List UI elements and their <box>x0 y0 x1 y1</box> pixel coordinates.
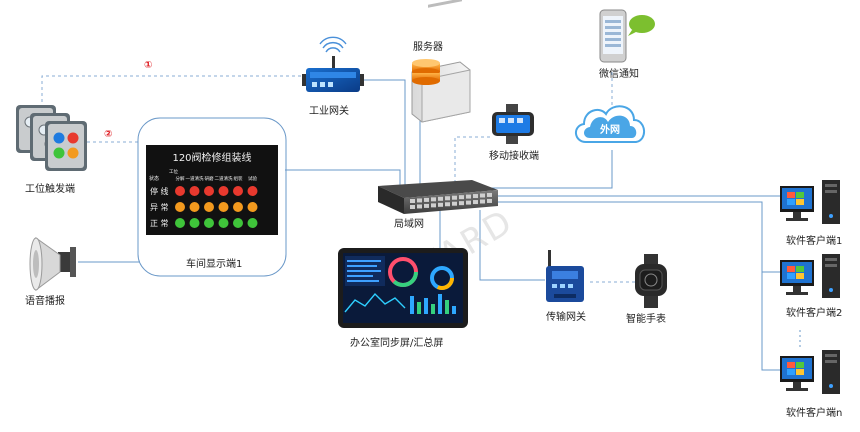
link-switch-client-bus <box>495 201 780 371</box>
client1-label: 软件客户端1 <box>786 234 842 247</box>
switch-port <box>410 199 415 203</box>
switch-port <box>473 194 478 199</box>
marker-one: ① <box>144 60 152 71</box>
speaker-label: 语音播报 <box>25 294 65 307</box>
switch-port <box>473 200 478 205</box>
link-gateway-switch <box>360 79 406 185</box>
lan-label: 局域网 <box>394 217 424 230</box>
link-switch-transfer <box>479 210 545 281</box>
wechat-label: 微信通知 <box>599 67 639 80</box>
board-status-lamp <box>233 218 243 228</box>
switch-port <box>410 205 415 209</box>
switch-port <box>487 198 492 203</box>
board-status-lamp <box>204 218 214 228</box>
workshop-display-label: 车间显示端1 <box>186 257 242 270</box>
board-status-lamp <box>233 202 243 212</box>
board-row-label: 停 线 <box>150 186 169 196</box>
board-status-lamp <box>218 202 229 212</box>
transfer-gateway-icon <box>546 250 584 302</box>
office-screen-icon <box>338 248 468 328</box>
dashed-link-station-gateway <box>41 75 305 108</box>
server-label: 服务器 <box>413 40 443 53</box>
internet-cloud-icon <box>575 105 645 143</box>
switch-port <box>417 204 422 209</box>
switch-port <box>431 197 436 202</box>
switch-port <box>480 193 485 198</box>
board-status-lamp <box>189 186 200 196</box>
transfer-gateway-label: 传输网关 <box>546 310 586 323</box>
switch-port <box>487 192 492 197</box>
board-status-lamp <box>218 186 229 196</box>
speaker-icon <box>29 237 76 291</box>
mobile-label: 移动接收端 <box>489 149 539 162</box>
marker-two: ② <box>104 129 112 140</box>
industrial-gateway-icon <box>302 36 364 92</box>
dashed-link-mobile <box>454 136 492 195</box>
board-column-label: 一道清洗 <box>186 175 204 182</box>
board-status-lamp <box>204 202 214 212</box>
board-status-lamp <box>189 218 200 228</box>
andon-board-grid: 状态 工位分解一道清洗研磨二道清洗组装试验停 线异 常正 常 <box>149 168 258 228</box>
board-station-header: 工位 <box>169 168 178 175</box>
board-column-label: 分解 <box>176 175 185 182</box>
link-display-switch <box>285 169 401 185</box>
client-computer-icon <box>780 350 840 394</box>
watch-label: 智能手表 <box>626 312 666 325</box>
board-column-label: 二道清洗 <box>215 175 233 182</box>
board-column-label: 组装 <box>234 175 243 182</box>
mobile-terminal-icon <box>492 104 534 144</box>
switch-port <box>445 196 450 201</box>
gateway-label: 工业网关 <box>309 104 349 117</box>
switch-port <box>424 197 429 202</box>
clientn-label: 软件客户端n <box>786 406 842 419</box>
switch-port <box>438 202 443 207</box>
switch-port <box>452 201 457 206</box>
board-status-lamp <box>175 202 185 212</box>
client2-label: 软件客户端2 <box>786 306 842 319</box>
board-status-lamp <box>189 202 200 212</box>
switch-port <box>438 196 443 201</box>
link-switch-cloud <box>490 150 613 189</box>
board-status-lamp <box>247 218 258 228</box>
switch-ports <box>410 192 492 209</box>
board-status-lamp <box>204 186 214 196</box>
board-status-lamp <box>247 202 258 212</box>
smart-watch-icon <box>635 254 667 308</box>
board-column-label: 研磨 <box>205 175 214 182</box>
board-row-label: 正 常 <box>150 219 169 228</box>
board-row-label: 异 常 <box>150 203 169 212</box>
connection-lines <box>41 70 801 371</box>
wechat-phone-icon <box>599 9 655 63</box>
switch-port <box>459 195 464 200</box>
workshop-display-frame <box>137 117 287 277</box>
board-status-lamp <box>218 218 229 228</box>
clients-group <box>780 180 840 394</box>
andon-board-title: 120阀检修组装线 <box>172 151 251 164</box>
switch-port <box>424 203 429 208</box>
client-computer-icon <box>780 254 840 298</box>
andon-board: 120阀检修组装线 状态 工位分解一道清洗研磨二道清洗组装试验停 线异 常正 常 <box>146 145 278 235</box>
board-status-lamp <box>175 186 185 196</box>
switch-port <box>431 203 436 208</box>
board-status-lamp <box>247 186 258 196</box>
switch-port <box>466 200 471 205</box>
switch-port <box>480 199 485 204</box>
station-trigger-icon <box>16 105 87 171</box>
lan-switch-icon <box>378 180 498 214</box>
internet-label: 外网 <box>599 123 620 136</box>
server-icon <box>411 0 471 123</box>
board-column-label: 试验 <box>248 175 257 182</box>
switch-port <box>445 202 450 207</box>
station-label: 工位触发端 <box>25 182 75 195</box>
office-screen-label: 办公室同步屏/汇总屏 <box>350 336 443 349</box>
switch-port <box>466 194 471 199</box>
board-row-header: 状态 <box>149 175 159 182</box>
switch-port <box>452 195 457 200</box>
client-computer-icon <box>780 180 840 224</box>
switch-port <box>417 198 422 203</box>
board-status-lamp <box>233 186 243 196</box>
board-status-lamp <box>175 218 185 228</box>
switch-port <box>459 201 464 206</box>
